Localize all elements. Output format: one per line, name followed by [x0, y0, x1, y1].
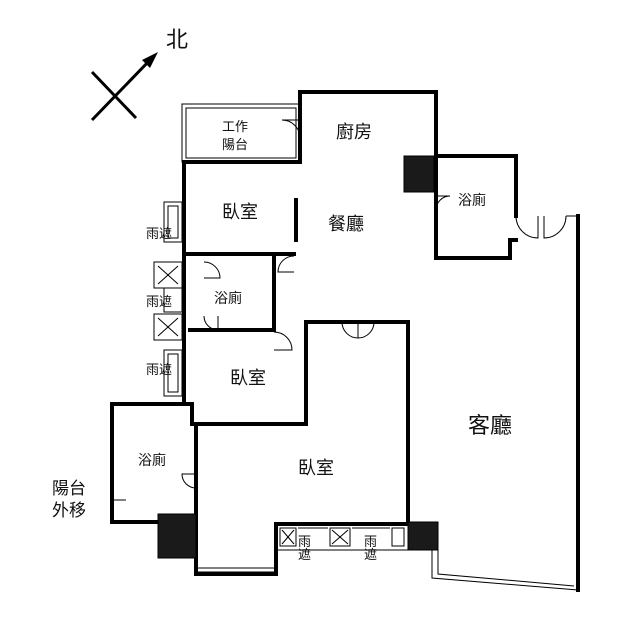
rain-shelters-south	[275, 523, 409, 551]
label-utility-balcony: 工作 陽台	[222, 120, 249, 153]
label-balcony-moved-out: 陽台 外移	[52, 479, 86, 521]
label-bedroom-middle: 臥室	[230, 368, 266, 389]
label-kitchen: 廚房	[336, 122, 372, 143]
label-living: 客廳	[468, 414, 513, 439]
label-bedroom-top: 臥室	[222, 202, 258, 223]
label-bath-bottom: 浴廁	[138, 453, 166, 469]
label-rain-shelter-1: 雨遮	[146, 227, 173, 242]
label-rain-shelter-5: 雨遮	[364, 535, 378, 563]
label-rain-shelter-4: 雨遮	[298, 535, 312, 563]
compass-icon	[90, 52, 158, 122]
label-rain-shelter-2: 雨遮	[146, 295, 173, 310]
north-label: 北	[166, 28, 189, 53]
label-master-bedroom: 臥室	[298, 458, 334, 479]
label-bath-middle: 浴廁	[214, 291, 242, 307]
doors	[110, 119, 567, 501]
label-rain-shelter-3: 雨遮	[146, 363, 173, 378]
label-bath-top: 浴廁	[458, 193, 486, 209]
living-glazing	[198, 215, 579, 591]
rain-shelters-west	[153, 201, 183, 397]
label-dining: 餐廳	[328, 214, 364, 235]
structural-columns	[157, 155, 439, 559]
